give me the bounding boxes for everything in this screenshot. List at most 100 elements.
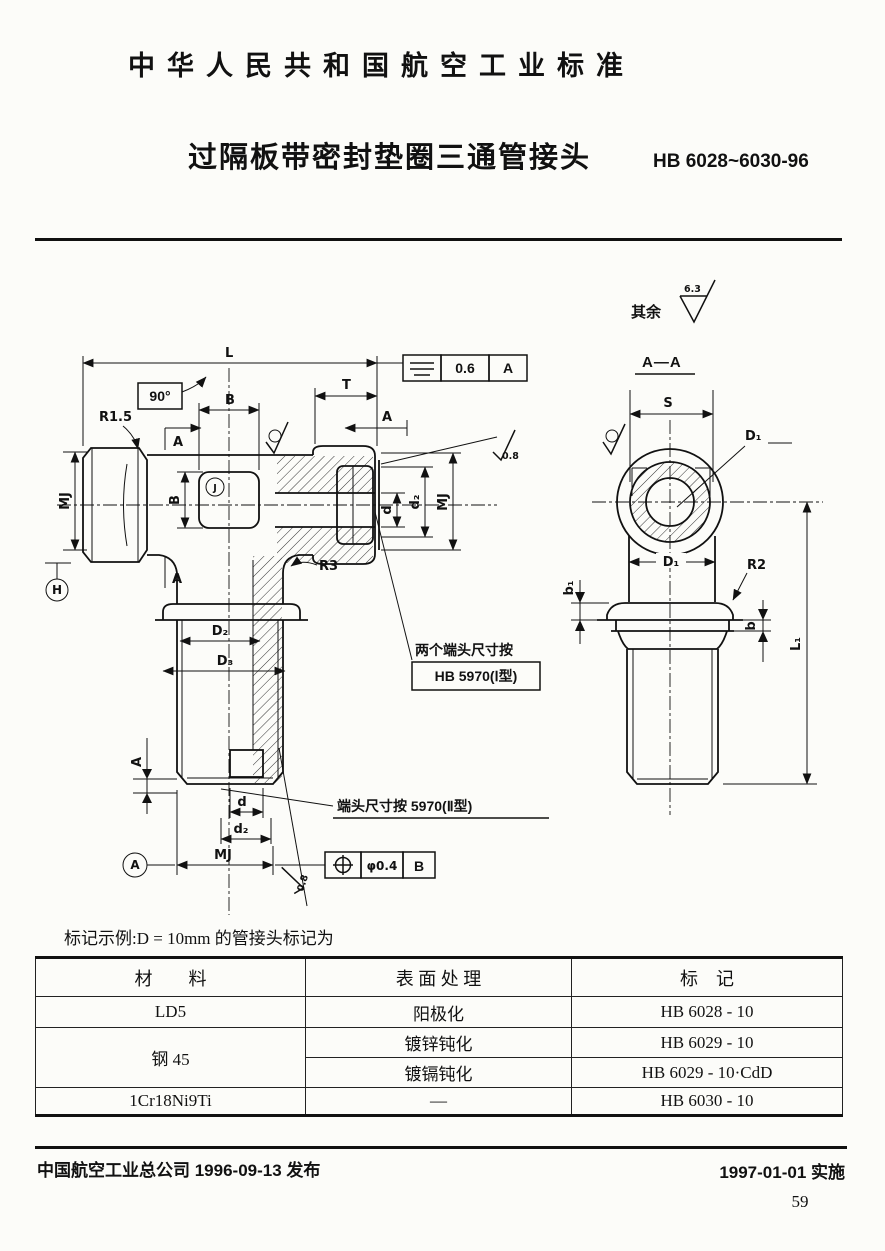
document-title: 中华人民共和国航空工业标准 (128, 51, 635, 81)
header-rule (35, 238, 842, 241)
roughness-check-icon-bottom (281, 866, 305, 895)
callout1-box (411, 661, 541, 691)
collar (155, 603, 308, 621)
washer-seat (611, 620, 734, 650)
marking-example-note: 标记示例:D = 10mm 的管接头标记为 (64, 929, 334, 948)
cell-material: LD5 (35, 996, 306, 1028)
footer-issued: 中国航空工业总公司 1996-09-13 发布 (37, 1161, 321, 1180)
r15-leader (122, 425, 140, 450)
dim-label-t: T (342, 378, 351, 393)
cell-mark: HB 6030 - 10 (571, 1087, 843, 1116)
r3-leader (290, 556, 318, 567)
radius-label-r15: R1.5 (99, 410, 132, 425)
dim-label-b1: b₁ (562, 581, 577, 596)
body-bottom-right (282, 554, 313, 604)
roughness-circle-check-icon (265, 421, 289, 455)
cell-material: 1Cr18Ni9Ti (35, 1087, 306, 1116)
material-table: 材 料 表 面 处 理 标 记 LD5 阳极化 HB 6028 - 10 钢 4… (35, 956, 843, 1117)
section-label-a1: A (173, 435, 183, 450)
r2-leader (732, 572, 748, 601)
front-view: J L 0.6 A 90° (45, 346, 549, 915)
radius-label-r3: R3 (319, 559, 338, 574)
col-header-treatment: 表 面 处 理 (305, 957, 572, 997)
section-thread-inner (632, 649, 713, 780)
table-row: LD5 阳极化 HB 6028 - 10 (35, 996, 843, 1028)
socket-step (229, 749, 264, 778)
dim-label-b: b (744, 621, 759, 630)
cell-material: 钢 45 (35, 1027, 306, 1088)
section-label-a2: A (382, 410, 392, 425)
dim-label-b-vert: B (168, 495, 183, 505)
roughness-63-icon (679, 279, 716, 324)
dim-label-mj-bot: MJ (214, 848, 232, 863)
datum-j-label: J (212, 483, 217, 494)
rough-leader-bottom (278, 747, 308, 907)
dim-label-l1: L₁ (789, 637, 804, 651)
dim-label-l: L (225, 346, 233, 361)
head-bore-circle (645, 477, 695, 527)
section-body-sides (628, 536, 716, 602)
a-small-arrows (142, 769, 152, 803)
dim-label-mj-right: MJ (436, 493, 451, 511)
head-mid-circle (629, 461, 711, 543)
table-row: 钢 45 镀锌钝化 HB 6029 - 10 (35, 1027, 843, 1088)
position-datum: B (414, 858, 424, 874)
flat-brackets (631, 467, 711, 496)
standard-number: HB 6028~6030-96 (653, 151, 809, 172)
roughness-circle-check-icon-2 (602, 423, 626, 456)
thread-inner-lines (181, 620, 279, 779)
left-nut-outline (82, 447, 148, 563)
angle-box (137, 382, 183, 410)
bore-lines (275, 492, 375, 528)
general-roughness-prefix: 其余 (631, 303, 662, 321)
dim-label-d-bot: d (237, 795, 246, 810)
position-icon-cross (333, 855, 353, 875)
dim-label-d3-leg: D₃ (217, 654, 234, 669)
technical-drawing: J L 0.6 A 90° (45, 279, 823, 915)
col-header-material: 材 料 (35, 957, 306, 997)
right-fitting-outline (312, 445, 376, 565)
roughness-value-bottom: 0.8 (295, 873, 311, 893)
roughness-circle-icon-2 (605, 429, 619, 443)
col-header-mark: 标 记 (571, 957, 843, 997)
left-nut-detail (91, 448, 139, 562)
section-ring-hatch (630, 462, 710, 542)
footer-effective: 1997-01-01 实施 (719, 1163, 845, 1182)
position-tolerance-frame: φ0.4 B (324, 851, 436, 879)
cell-treatment: — (305, 1087, 572, 1116)
callout1-leader (374, 511, 413, 661)
section-label-a3: A (172, 572, 182, 587)
thread-outline (176, 620, 284, 785)
position-value: φ0.4 (367, 859, 398, 873)
datum-h-circle (45, 578, 69, 602)
seal-washer (597, 602, 743, 621)
b-arrows (758, 609, 768, 642)
radius-label-r2: R2 (747, 558, 766, 573)
datum-a-label: A (130, 858, 140, 872)
table-header-row: 材 料 表 面 处 理 标 记 (35, 957, 843, 997)
d1-leader (676, 442, 792, 508)
dim-label-mj-left: MJ (58, 492, 73, 510)
cell-treatment: 阳极化 (305, 996, 572, 1028)
cell-treatment: 镀锌钝化 (305, 1027, 572, 1058)
cell-mark: HB 6028 - 10 (571, 996, 843, 1028)
roughness-value-top: 0.8 (502, 451, 519, 462)
angle-leader (181, 376, 207, 393)
parallelism-tolerance-frame: 0.6 A (402, 354, 528, 382)
datum-j-circle (205, 477, 225, 497)
h-datum-stem (45, 562, 71, 579)
hatch-upper (277, 456, 373, 493)
roughness-circle-icon (268, 429, 282, 443)
section-thread-outline (626, 648, 719, 785)
cell-mark: HB 6029 - 10·CdD (571, 1057, 843, 1088)
tolerance-datum: A (503, 360, 513, 376)
callout2-leader (220, 788, 334, 807)
dim-label-a-small: A (130, 757, 145, 767)
dim-label-d2-leg: D₂ (212, 624, 229, 639)
angle-label: 90° (149, 388, 170, 404)
tolerance-value: 0.6 (455, 360, 475, 376)
dim-label-s: S (663, 396, 672, 411)
page-number: 59 (791, 1192, 809, 1211)
cell-mark: HB 6029 - 10 (571, 1027, 843, 1058)
d1-label-bg (656, 553, 686, 568)
